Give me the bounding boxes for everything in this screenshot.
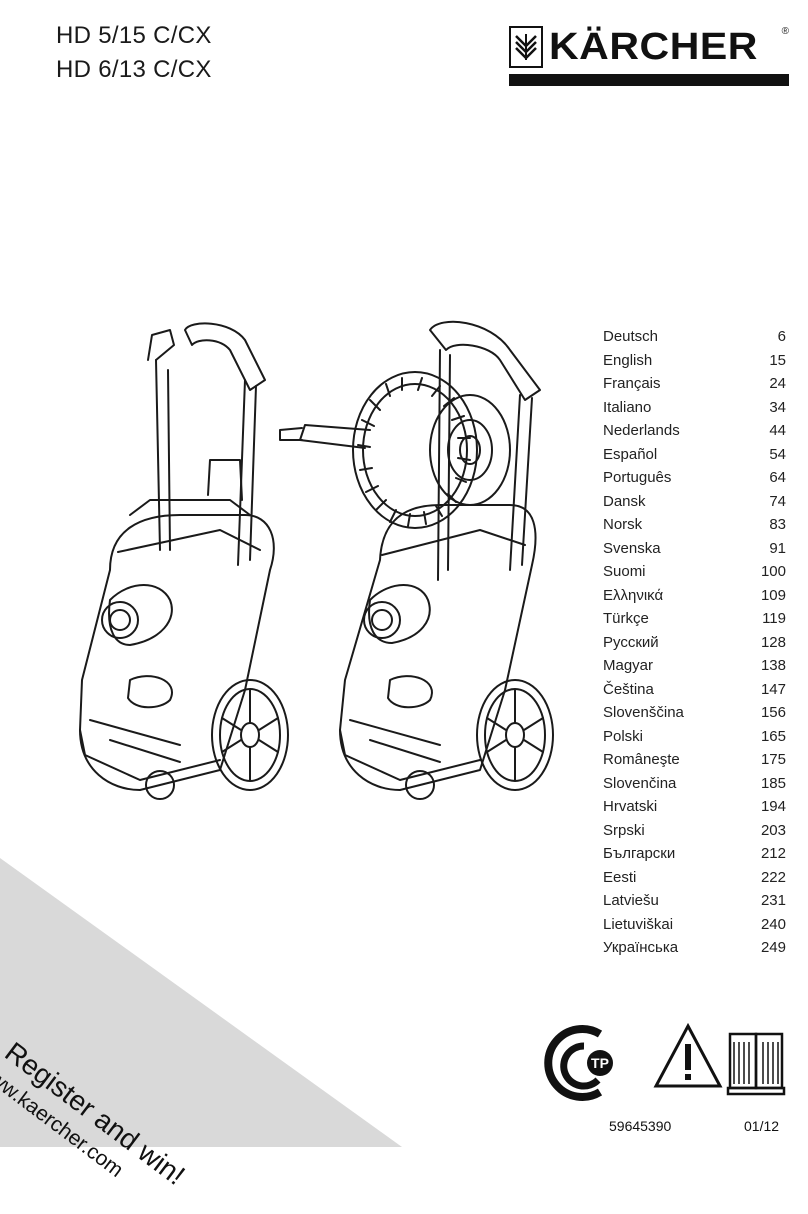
- svg-text:ТР: ТР: [591, 1055, 609, 1071]
- toc-language: Italiano: [603, 398, 652, 416]
- toc-language: Hrvatski: [603, 798, 658, 815]
- manual-book-icon: [726, 1032, 786, 1096]
- toc-page-number: 64: [769, 469, 786, 486]
- toc-page-number: 100: [760, 563, 786, 580]
- registered-mark: ®: [781, 26, 789, 37]
- toc-page-number: 165: [760, 727, 786, 745]
- toc-language: Nederlands: [603, 422, 680, 439]
- toc-row[interactable]: Magyar 138: [603, 657, 786, 681]
- toc-row[interactable]: Ελληνικά 109: [603, 587, 786, 611]
- logo-underline-bar: [509, 74, 789, 86]
- model-title-1: HD 5/15 C/CX: [56, 22, 212, 49]
- toc-row[interactable]: Русский 128: [603, 634, 786, 658]
- toc-page-number: 185: [760, 774, 786, 792]
- toc-language: Lietuviškai: [603, 915, 674, 933]
- toc-page-number: 128: [760, 633, 786, 651]
- print-date: 01/12: [744, 1118, 780, 1134]
- toc-language: Български: [603, 845, 676, 862]
- toc-page-number: 54: [769, 445, 786, 463]
- model-title-2: HD 6/13 C/CX: [56, 56, 212, 83]
- toc-row[interactable]: Srpski 203: [603, 822, 786, 846]
- toc-language: Srpski: [603, 821, 645, 839]
- toc-page-number: 83: [769, 516, 786, 533]
- toc-row[interactable]: Български 212: [603, 845, 786, 869]
- toc-page-number: 15: [769, 351, 786, 369]
- toc-language: Русский: [603, 633, 659, 651]
- toc-page-number: 156: [760, 704, 786, 721]
- toc-row[interactable]: Čeština 147: [603, 681, 786, 705]
- toc-row[interactable]: Deutsch 6: [603, 328, 786, 352]
- toc-row[interactable]: Slovenčina 185: [603, 775, 786, 799]
- toc-page-number: 147: [760, 680, 786, 698]
- toc-row[interactable]: English 15: [603, 352, 786, 376]
- toc-language: Polski: [603, 727, 644, 745]
- toc-row[interactable]: Hrvatski 194: [603, 798, 786, 822]
- brand-wordmark: KÄRCHER: [549, 25, 758, 68]
- toc-language: Español: [603, 445, 658, 463]
- toc-row[interactable]: Español 54: [603, 446, 786, 470]
- toc-row[interactable]: Eesti 222: [603, 869, 786, 893]
- warning-triangle-icon: [653, 1022, 723, 1088]
- toc-row[interactable]: Polski 165: [603, 728, 786, 752]
- toc-language: Slovenščina: [603, 704, 684, 721]
- toc-row[interactable]: Nederlands 44: [603, 422, 786, 446]
- toc-language: Türkçe: [603, 610, 649, 627]
- toc-language: Ελληνικά: [603, 586, 664, 604]
- toc-language: Svenska: [603, 539, 661, 557]
- toc-page-number: 249: [760, 939, 786, 956]
- toc-row[interactable]: Latviešu 231: [603, 892, 786, 916]
- toc-row[interactable]: Українська 249: [603, 939, 786, 963]
- toc-page-number: 74: [769, 492, 786, 510]
- toc-language: Eesti: [603, 868, 637, 886]
- toc-language: Dansk: [603, 492, 646, 510]
- toc-page-number: 212: [760, 845, 786, 862]
- toc-page-number: 175: [760, 751, 786, 768]
- toc-language: Français: [603, 375, 661, 392]
- toc-language: Suomi: [603, 563, 646, 580]
- bottom-icons: ТР: [544, 1022, 786, 1101]
- toc-language: Româneşte: [603, 751, 680, 768]
- toc-language: Čeština: [603, 680, 654, 698]
- toc-page-number: 34: [769, 398, 786, 416]
- toc-row[interactable]: Româneşte 175: [603, 751, 786, 775]
- karcher-logo-icon: [509, 26, 543, 68]
- toc-row[interactable]: Svenska 91: [603, 540, 786, 564]
- karcher-logo: KÄRCHER ®: [509, 22, 789, 86]
- toc-language: English: [603, 351, 653, 369]
- toc-language: Norsk: [603, 516, 643, 533]
- toc-language: Português: [603, 469, 672, 486]
- toc-page-number: 194: [760, 798, 786, 815]
- toc-page-number: 6: [777, 328, 786, 345]
- gost-cert-icon: ТР: [544, 1025, 613, 1101]
- promo-corner-triangle: [0, 858, 402, 1147]
- toc-language: Українська: [603, 939, 679, 956]
- toc-row[interactable]: Português 64: [603, 469, 786, 493]
- toc-language: Latviešu: [603, 892, 659, 909]
- toc-row[interactable]: Italiano 34: [603, 399, 786, 423]
- part-number: 59645390: [609, 1118, 672, 1134]
- toc-page-number: 222: [760, 868, 786, 886]
- toc-language: Slovenčina: [603, 774, 677, 792]
- toc-page-number: 44: [769, 422, 786, 439]
- toc-page-number: 203: [760, 821, 786, 839]
- toc-row[interactable]: Lietuviškai 240: [603, 916, 786, 940]
- toc-row[interactable]: Suomi 100: [603, 563, 786, 587]
- toc-page-number: 109: [760, 586, 786, 604]
- toc-page-number: 240: [760, 915, 786, 933]
- toc-row[interactable]: Norsk 83: [603, 516, 786, 540]
- toc-row[interactable]: Dansk 74: [603, 493, 786, 517]
- toc-page-number: 138: [760, 657, 786, 674]
- product-illustration: [79, 320, 554, 800]
- toc-page-number: 119: [762, 610, 786, 627]
- toc-row[interactable]: Français 24: [603, 375, 786, 399]
- toc-language: Magyar: [603, 657, 654, 674]
- toc-row[interactable]: Slovenščina 156: [603, 704, 786, 728]
- toc-page-number: 231: [760, 892, 786, 909]
- toc-language: Deutsch: [603, 328, 659, 345]
- toc-page-number: 24: [769, 375, 786, 392]
- toc-page-number: 91: [769, 539, 786, 557]
- toc-row[interactable]: Türkçe 119: [603, 610, 786, 634]
